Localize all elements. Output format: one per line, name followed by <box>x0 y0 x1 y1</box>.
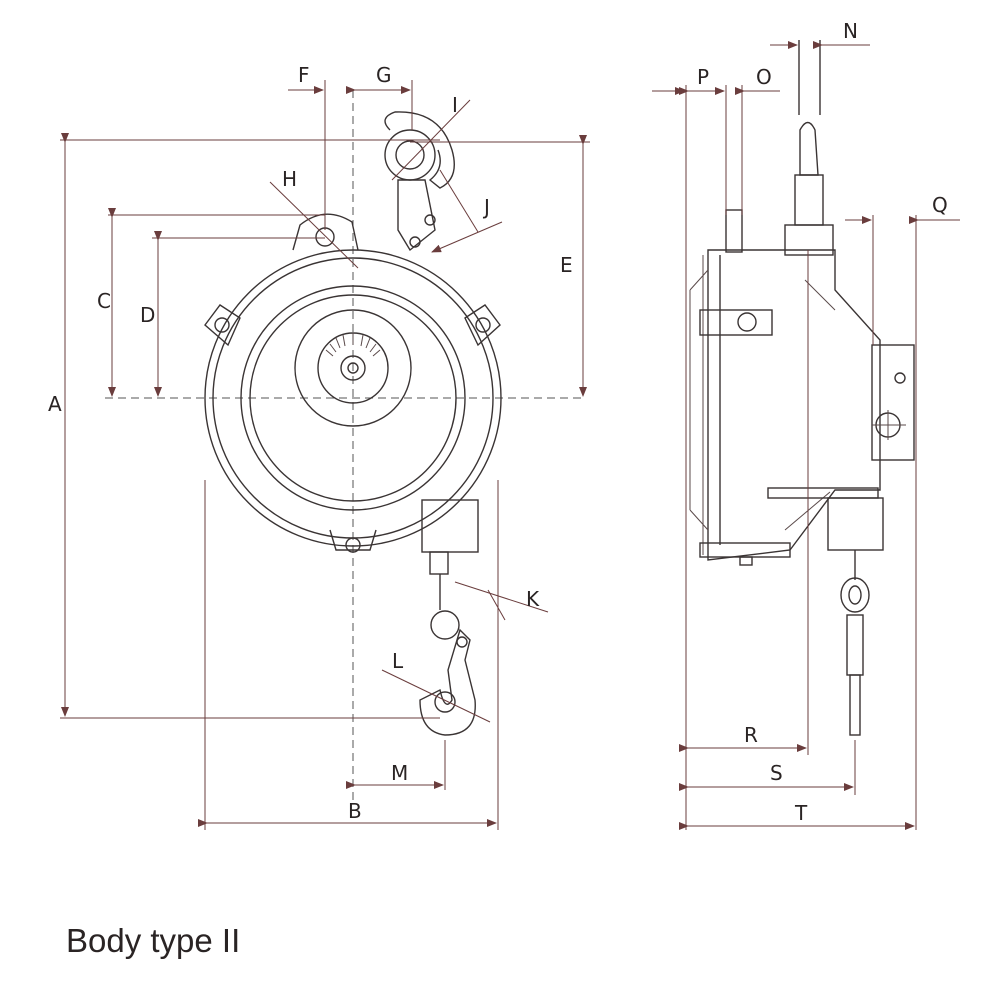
bottom-hook-pin <box>456 636 468 648</box>
side-bracket-bolt <box>737 312 757 332</box>
top-hook-eye-inner <box>395 140 425 170</box>
label-d: D <box>140 303 155 327</box>
side-hook-top <box>799 121 819 176</box>
label-j: J <box>482 195 490 219</box>
label-e: E <box>560 253 573 277</box>
label-h: H <box>282 167 297 191</box>
dim-j-ext <box>439 169 479 233</box>
label-t: T <box>794 801 808 825</box>
bottom-lug-hole <box>345 537 361 553</box>
label-k: K <box>526 587 540 611</box>
side-hook-eye-inner <box>848 585 862 605</box>
side-body-chamfer-top <box>689 269 709 291</box>
label-a: A <box>48 392 62 416</box>
label-i: I <box>452 93 458 117</box>
label-o: O <box>756 65 772 89</box>
side-post <box>725 209 743 253</box>
side-bottom-ledge <box>767 487 879 499</box>
side-cable-guide <box>827 497 884 551</box>
side-view: N O P Q R S T <box>652 19 960 830</box>
side-body-chamfer-bottom <box>689 509 709 531</box>
top-hook-latch <box>384 111 455 189</box>
spring-cover <box>294 309 412 427</box>
dim-k-line <box>454 581 549 613</box>
side-hook-eye <box>840 577 870 613</box>
label-p: P <box>697 65 709 89</box>
side-plate-pin <box>894 372 906 384</box>
label-r: R <box>744 723 758 747</box>
top-lug-hole <box>315 227 335 247</box>
top-hook-pin <box>424 214 436 226</box>
left-lug-hole <box>214 317 230 333</box>
left-lug <box>204 304 241 347</box>
label-f: F <box>298 63 310 87</box>
label-c: C <box>97 289 111 313</box>
cable-outlet <box>429 551 449 575</box>
bottom-hook-eye <box>430 610 460 640</box>
top-hook-eye <box>384 129 436 181</box>
cable-guide <box>421 499 479 553</box>
label-l: L <box>392 649 404 673</box>
front-view: A B C D E F G H I J K L M <box>48 63 590 830</box>
side-lower-hook-tip <box>849 674 861 736</box>
bottom-hook-body <box>419 628 476 736</box>
side-hook-shank <box>794 174 824 226</box>
dim-j-line <box>431 221 503 253</box>
side-bracket <box>699 309 773 336</box>
label-b: B <box>348 799 362 823</box>
bottom-lug <box>329 529 377 551</box>
right-lug <box>464 304 501 347</box>
top-hook-shank <box>397 179 436 252</box>
dim-i-line <box>391 99 471 181</box>
adjuster-knob <box>340 355 366 381</box>
right-lug-hole <box>475 317 491 333</box>
side-lower-hook-shank <box>846 614 864 676</box>
side-base-foot <box>739 556 753 566</box>
side-plate <box>871 344 915 461</box>
drum-outer <box>240 285 466 511</box>
label-n: N <box>843 19 858 43</box>
side-detail-line-1 <box>804 279 836 311</box>
dim-h-line <box>269 181 359 269</box>
top-hook-swivel <box>409 236 421 248</box>
outer-housing <box>204 249 502 547</box>
drum-inner <box>249 294 457 502</box>
adjuster-center <box>347 362 359 374</box>
dim-l-line <box>381 669 491 723</box>
dial-scale-ticks <box>325 333 381 357</box>
bottom-hook-opening <box>434 691 456 713</box>
label-m: M <box>391 761 408 785</box>
caption: Body type II <box>66 922 241 959</box>
label-g: G <box>376 63 392 87</box>
label-q: Q <box>932 193 948 217</box>
dim-k-tick <box>487 589 506 621</box>
side-body <box>707 249 881 561</box>
label-s: S <box>770 761 783 785</box>
